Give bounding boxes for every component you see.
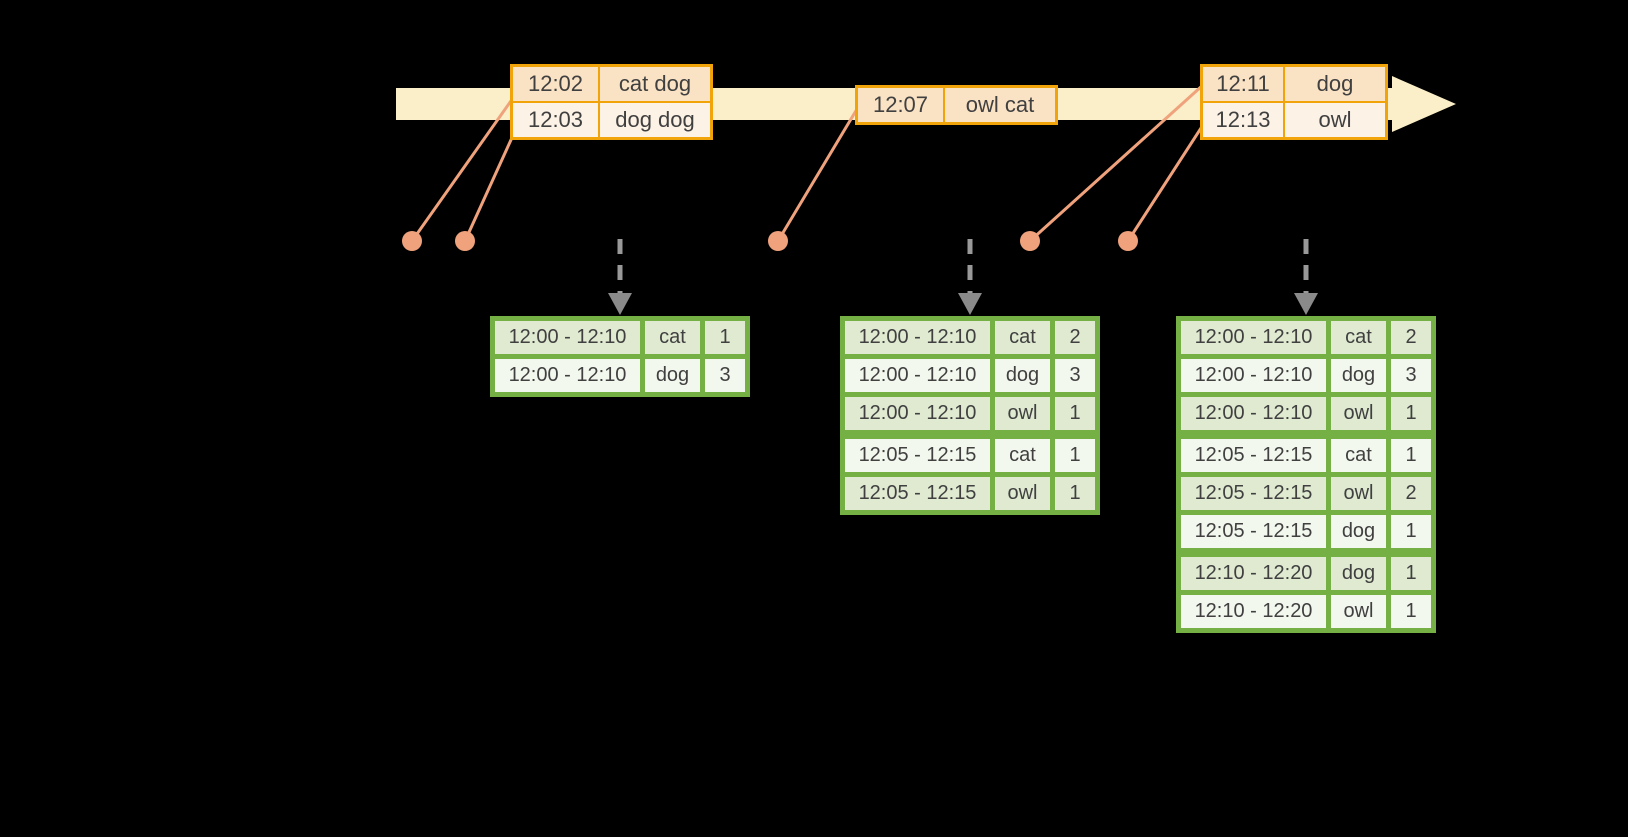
word-cell: cat xyxy=(1331,439,1386,472)
event-words-cell: owl cat xyxy=(945,88,1055,122)
count-cell: 1 xyxy=(1391,515,1431,548)
window-cell: 12:05 - 12:15 xyxy=(845,439,990,472)
window-cell: 12:05 - 12:15 xyxy=(1181,439,1326,472)
word-cell: owl xyxy=(995,397,1050,430)
window-cell: 12:05 - 12:15 xyxy=(845,477,990,510)
trigger-arrow-icon xyxy=(1294,239,1318,315)
word-cell: cat xyxy=(645,321,700,354)
timeline-arrowhead-icon xyxy=(1392,76,1456,132)
window-cell: 12:00 - 12:10 xyxy=(845,321,990,354)
word-cell: cat xyxy=(995,321,1050,354)
count-cell: 1 xyxy=(705,321,745,354)
event-connector-line xyxy=(776,103,862,242)
count-cell: 1 xyxy=(1055,439,1095,472)
event-words-cell: owl xyxy=(1285,103,1385,137)
window-cell: 12:05 - 12:15 xyxy=(1181,515,1326,548)
count-cell: 3 xyxy=(1391,359,1431,392)
event-dot xyxy=(402,231,422,251)
count-cell: 3 xyxy=(1055,359,1095,392)
window-cell: 12:10 - 12:20 xyxy=(1181,595,1326,628)
window-cell: 12:00 - 12:10 xyxy=(1181,359,1326,392)
event-connector-line xyxy=(1126,124,1205,242)
word-cell: dog xyxy=(995,359,1050,392)
count-cell: 2 xyxy=(1391,321,1431,354)
word-cell: owl xyxy=(1331,595,1386,628)
window-cell: 12:00 - 12:10 xyxy=(845,397,990,430)
word-cell: owl xyxy=(995,477,1050,510)
event-dot xyxy=(1020,231,1040,251)
word-cell: dog xyxy=(645,359,700,392)
count-cell: 1 xyxy=(1055,397,1095,430)
event-words-cell: cat dog xyxy=(600,67,710,101)
event-words-cell: dog xyxy=(1285,67,1385,101)
count-cell: 3 xyxy=(705,359,745,392)
event-time-cell: 12:11 xyxy=(1203,67,1283,101)
count-cell: 2 xyxy=(1055,321,1095,354)
event-connector-line xyxy=(410,97,515,242)
count-cell: 1 xyxy=(1391,439,1431,472)
event-time-cell: 12:03 xyxy=(513,103,598,137)
count-cell: 2 xyxy=(1391,477,1431,510)
window-cell: 12:00 - 12:10 xyxy=(1181,321,1326,354)
event-dot xyxy=(768,231,788,251)
event-time-cell: 12:07 xyxy=(858,88,943,122)
window-cell: 12:05 - 12:15 xyxy=(1181,477,1326,510)
window-cell: 12:10 - 12:20 xyxy=(1181,557,1326,590)
trigger-arrow-icon xyxy=(958,239,982,315)
count-cell: 1 xyxy=(1391,557,1431,590)
word-cell: dog xyxy=(1331,557,1386,590)
trigger-arrow-icon xyxy=(608,239,632,315)
event-connector-line xyxy=(1028,83,1205,243)
event-connector-line xyxy=(463,130,517,242)
count-cell: 1 xyxy=(1391,595,1431,628)
window-cell: 12:00 - 12:10 xyxy=(845,359,990,392)
word-cell: dog xyxy=(1331,515,1386,548)
event-words-cell: dog dog xyxy=(600,103,710,137)
event-time-cell: 12:13 xyxy=(1203,103,1283,137)
event-time-cell: 12:02 xyxy=(513,67,598,101)
window-cell: 12:00 - 12:10 xyxy=(495,321,640,354)
count-cell: 1 xyxy=(1055,477,1095,510)
window-cell: 12:00 - 12:10 xyxy=(1181,397,1326,430)
word-cell: dog xyxy=(1331,359,1386,392)
word-cell: owl xyxy=(1331,477,1386,510)
event-dot xyxy=(1118,231,1138,251)
word-cell: cat xyxy=(1331,321,1386,354)
event-dot xyxy=(455,231,475,251)
count-cell: 1 xyxy=(1391,397,1431,430)
word-cell: owl xyxy=(1331,397,1386,430)
word-cell: cat xyxy=(995,439,1050,472)
window-cell: 12:00 - 12:10 xyxy=(495,359,640,392)
